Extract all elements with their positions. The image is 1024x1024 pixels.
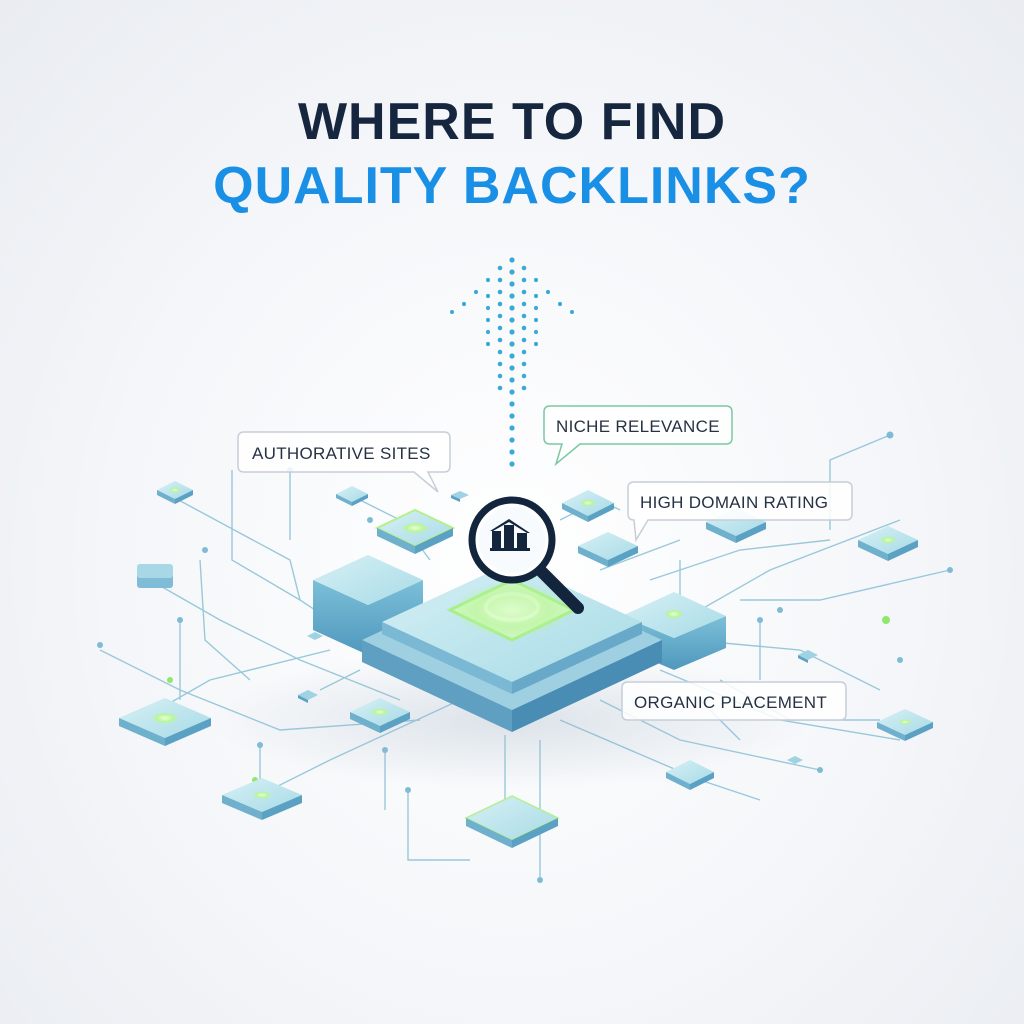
tile-tiny-a bbox=[798, 650, 818, 663]
callout-authoritative-label: AUTHORATIVE SITES bbox=[252, 444, 431, 463]
tile-right-low bbox=[877, 709, 933, 741]
tile-bottom-left bbox=[222, 778, 302, 820]
tile-tiny-c bbox=[451, 491, 469, 502]
callout-niche: NICHE RELEVANCE bbox=[543, 405, 733, 467]
buildings-icon bbox=[490, 519, 530, 551]
tile-far-right bbox=[858, 526, 918, 561]
callout-organic: ORGANIC PLACEMENT bbox=[621, 681, 847, 721]
tile-tiny-e bbox=[307, 632, 323, 640]
callout-domain-label: HIGH DOMAIN RATING bbox=[640, 493, 828, 512]
small-tiles bbox=[119, 481, 933, 848]
tile-center-top-small bbox=[336, 486, 368, 506]
callout-organic-label: ORGANIC PLACEMENT bbox=[634, 693, 827, 712]
title-line-1: WHERE TO FIND bbox=[297, 93, 727, 151]
callout-niche-label: NICHE RELEVANCE bbox=[556, 417, 720, 436]
central-platform bbox=[362, 562, 662, 732]
tile-bottom-right bbox=[666, 760, 714, 790]
tile-left-mid bbox=[137, 564, 173, 588]
tile-right-top bbox=[562, 490, 614, 522]
callout-authoritative: AUTHORATIVE SITES bbox=[237, 431, 451, 493]
tile-left-low bbox=[119, 698, 211, 746]
title-line-2: QUALITY BACKLINKS? bbox=[213, 157, 811, 215]
tile-glow-top bbox=[374, 508, 456, 554]
tile-bottom-center bbox=[464, 795, 560, 848]
dotted-up-arrow-icon bbox=[450, 257, 574, 467]
callout-domain: HIGH DOMAIN RATING bbox=[627, 481, 853, 543]
tile-right-mid bbox=[578, 532, 638, 567]
tile-center-left bbox=[350, 698, 410, 733]
tile-left-top bbox=[157, 481, 193, 504]
tile-tiny-b bbox=[298, 690, 318, 703]
tile-tiny-d bbox=[787, 756, 803, 764]
